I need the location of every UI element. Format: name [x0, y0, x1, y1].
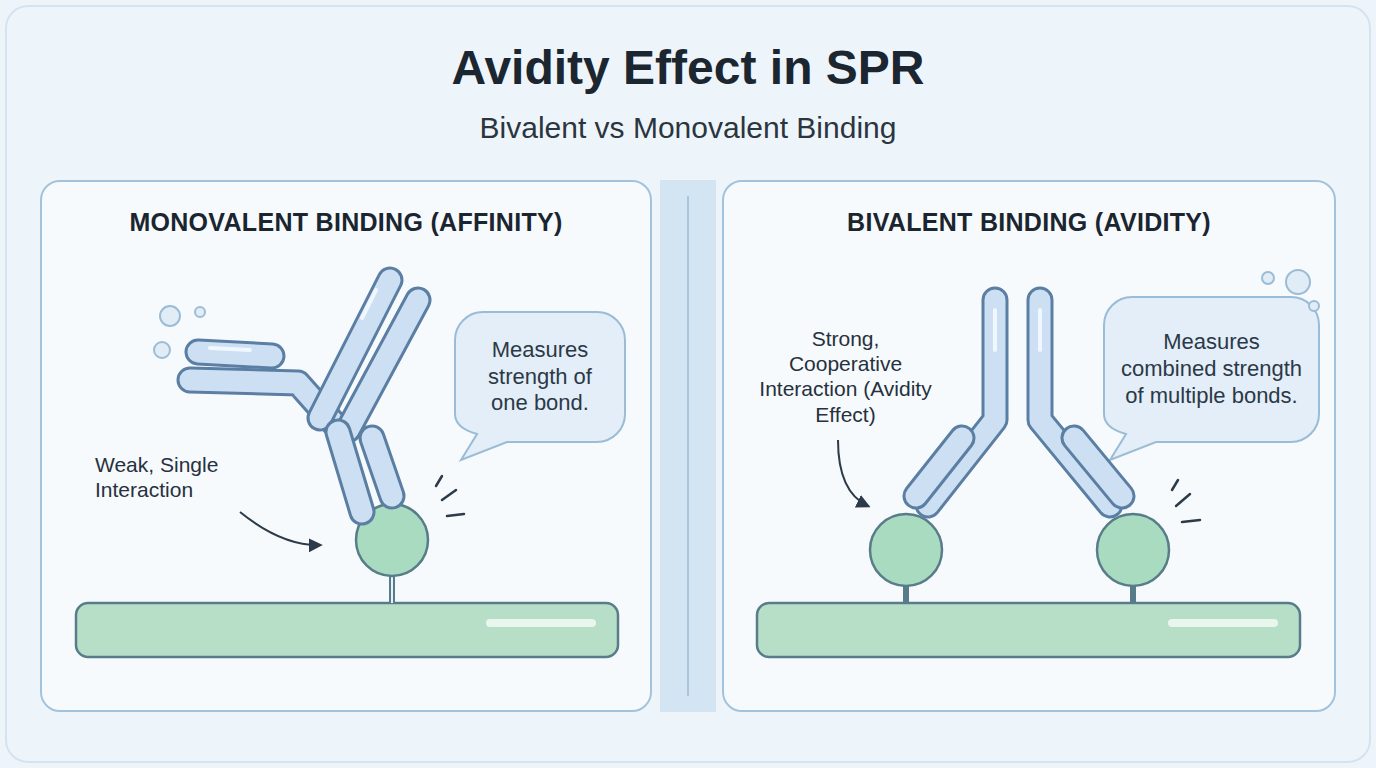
- callout-text: Strong, Cooperative Interaction (Avidity…: [758, 326, 933, 427]
- bubble-outline: [1104, 297, 1319, 460]
- panel-box: BIVALENT BINDING (AVIDITY) Measures combi…: [722, 180, 1336, 712]
- bubble-text: Measures combined strength of multiple b…: [1120, 329, 1303, 409]
- speech-bubble: Measures combined strength of multiple b…: [1104, 297, 1319, 442]
- panel-heading: BIVALENT BINDING (AVIDITY): [724, 208, 1334, 237]
- divider-line: [687, 196, 689, 696]
- bubble-outline: [455, 312, 625, 460]
- panel-box: MONOVALENT BINDING (AFFINITY) Measures st…: [40, 180, 652, 712]
- speech-bubble: Measures strength of one bond.: [455, 312, 625, 442]
- callout-text: Weak, Single Interaction: [95, 452, 255, 502]
- bubble-text: Measures strength of one bond.: [471, 337, 609, 417]
- panel-heading: MONOVALENT BINDING (AFFINITY): [42, 208, 650, 237]
- subtitle: Bivalent vs Monovalent Binding: [0, 110, 1376, 146]
- diagram-title: Avidity Effect in SPR: [0, 40, 1376, 95]
- divider-band: [660, 180, 716, 712]
